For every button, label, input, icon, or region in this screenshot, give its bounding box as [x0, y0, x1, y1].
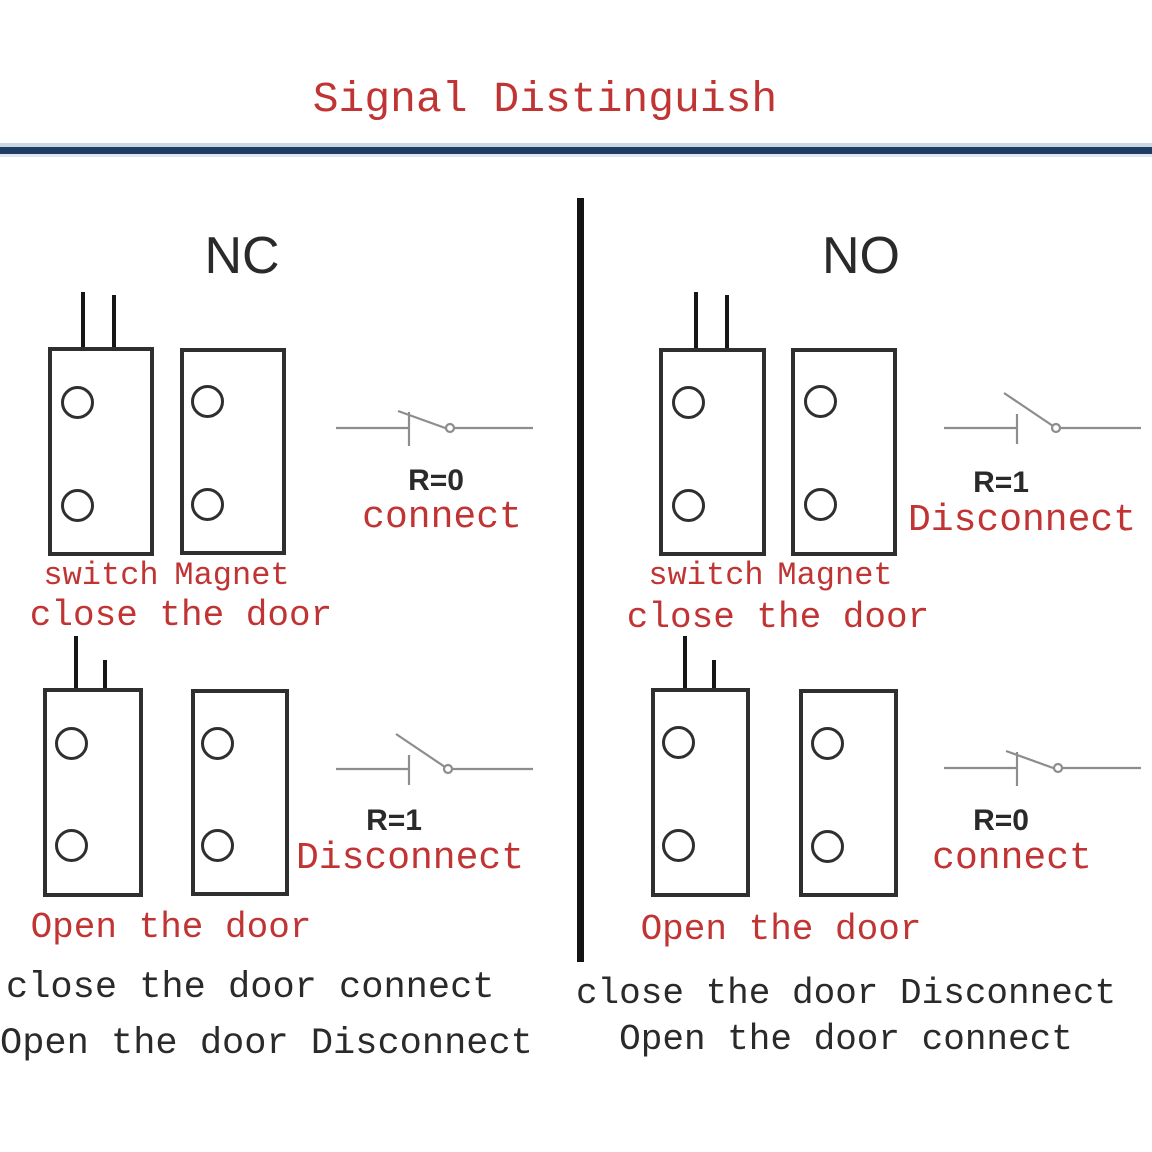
resistance-value-label: R=1 — [973, 466, 1029, 499]
switch-wire — [103, 660, 107, 690]
switch-caption: switch — [648, 557, 764, 594]
screw-hole — [672, 386, 705, 419]
switch-wire — [683, 636, 687, 690]
screw-hole — [201, 829, 234, 862]
switch-box — [43, 688, 143, 897]
switch-box — [659, 348, 766, 556]
resistance-value-label: R=0 — [408, 464, 464, 497]
switch-wire — [74, 636, 78, 690]
screw-hole — [804, 488, 837, 521]
page-title: Signal Distinguish — [312, 75, 778, 124]
door-state-caption: Open the door — [30, 907, 312, 948]
resistance-value-label: R=1 — [366, 804, 422, 837]
switch-wire — [81, 292, 85, 349]
switch-closed-symbol-icon — [336, 409, 533, 446]
screw-hole — [201, 727, 234, 760]
title-underline — [0, 143, 1152, 157]
switch-closed-symbol-icon — [944, 749, 1141, 786]
switch-open-symbol-icon — [944, 392, 1141, 444]
screw-hole — [191, 385, 224, 418]
summary-line: close the door connect — [6, 967, 495, 1009]
switch-box — [48, 347, 154, 556]
circuit-result-label: connect — [362, 496, 522, 539]
screw-hole — [662, 829, 695, 862]
screw-hole — [61, 386, 94, 419]
summary-line: Open the door Disconnect — [0, 1023, 533, 1065]
summary-line: Open the door connect — [619, 1019, 1073, 1060]
switch-wire — [712, 660, 716, 690]
screw-hole — [804, 385, 837, 418]
screw-hole — [191, 488, 224, 521]
summary-line: close the door Disconnect — [575, 973, 1117, 1014]
resistance-value-label: R=0 — [973, 804, 1029, 837]
circuit-result-label: connect — [932, 837, 1092, 880]
magnet-box — [180, 348, 286, 555]
magnet-box — [799, 689, 898, 897]
magnet-box — [191, 689, 289, 896]
screw-hole — [61, 489, 94, 522]
switch-caption: switch — [43, 557, 159, 594]
panel-label-nc: NC — [204, 227, 280, 285]
switch-wire — [694, 292, 698, 349]
switch-box — [651, 688, 750, 897]
screw-hole — [55, 829, 88, 862]
circuit-result-label: Disconnect — [295, 837, 525, 880]
screw-hole — [55, 727, 88, 760]
screw-hole — [811, 727, 844, 760]
door-state-caption: close the door — [29, 595, 333, 636]
panel-divider — [577, 198, 584, 962]
circuit-result-label: Disconnect — [907, 499, 1137, 542]
door-state-caption: Open the door — [640, 909, 922, 950]
switch-wire — [725, 295, 729, 349]
magnet-box — [791, 348, 897, 556]
screw-hole — [662, 726, 695, 759]
switch-open-symbol-icon — [336, 733, 533, 785]
magnet-caption: Magnet — [174, 557, 290, 594]
door-state-caption: close the door — [626, 597, 930, 638]
magnet-caption: Magnet — [777, 557, 893, 594]
screw-hole — [811, 830, 844, 863]
switch-wire — [112, 295, 116, 349]
screw-hole — [672, 489, 705, 522]
panel-label-no: NO — [822, 227, 900, 285]
